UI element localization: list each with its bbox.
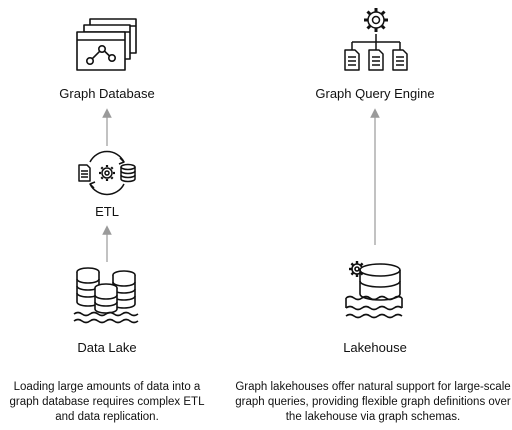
data-lake-icon xyxy=(73,267,139,324)
etl-icon xyxy=(78,150,136,196)
graph-query-engine-icon xyxy=(344,8,408,71)
etl-label: ETL xyxy=(95,204,119,219)
right-caption: Graph lakehouses offer natural support f… xyxy=(235,381,511,423)
lakehouse-label: Lakehouse xyxy=(343,340,407,355)
graph-query-engine-label: Graph Query Engine xyxy=(315,86,435,101)
graph-database-label: Graph Database xyxy=(59,86,155,101)
data-lake-label: Data Lake xyxy=(77,340,137,355)
graph-database-icon xyxy=(76,18,137,71)
lakehouse-icon xyxy=(345,261,403,319)
left-caption: Loading large amounts of data into a gra… xyxy=(9,381,205,423)
